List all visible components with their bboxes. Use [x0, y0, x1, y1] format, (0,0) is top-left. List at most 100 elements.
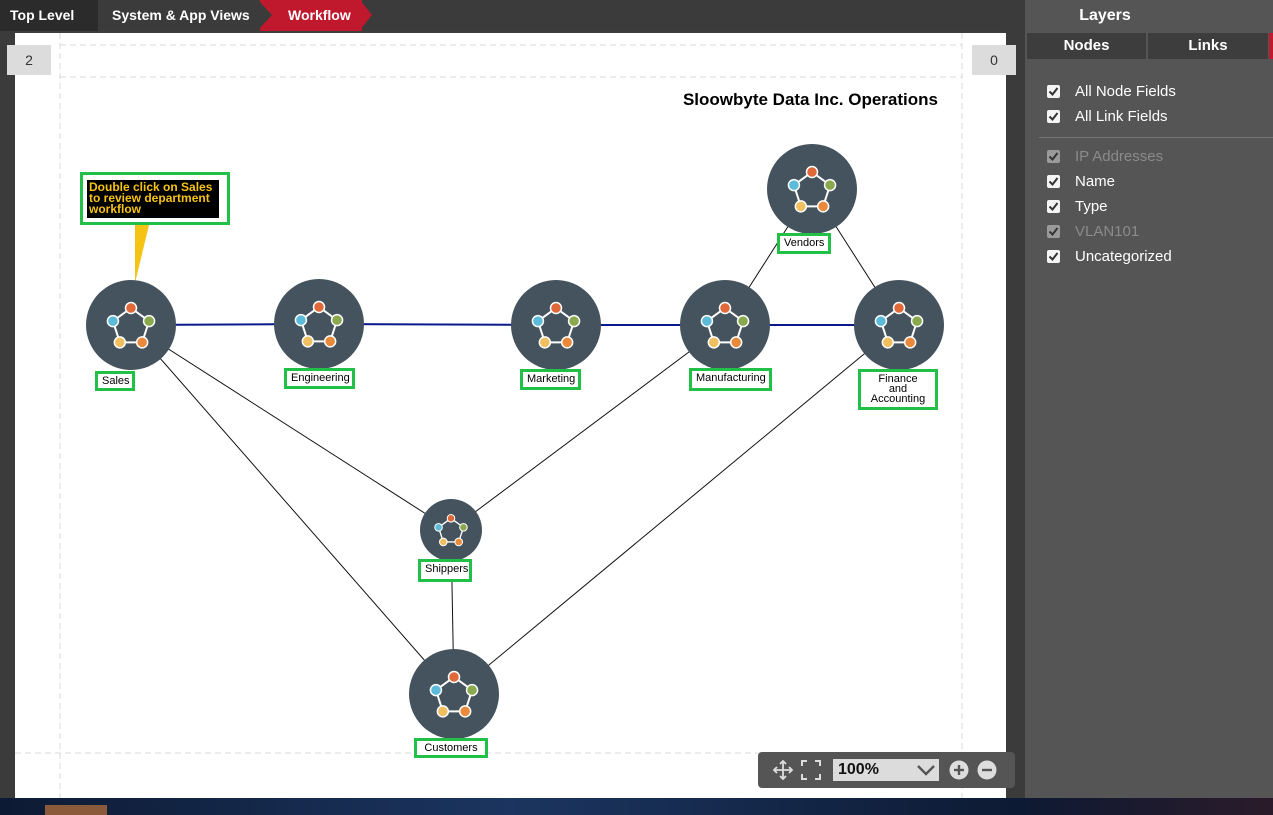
diagram-canvas[interactable]: [15, 33, 1006, 798]
network-node-dot: [458, 705, 472, 718]
checkmark-icon: [1048, 202, 1059, 212]
network-node-dot: [294, 313, 308, 327]
node-label-shippers[interactable]: Shippers: [418, 559, 472, 582]
node-label-sales[interactable]: Sales: [95, 371, 135, 391]
pan-icon[interactable]: [772, 759, 794, 781]
page-counter-left[interactable]: 2: [7, 45, 51, 75]
canvas-left-gutter: [0, 31, 15, 798]
zoom-toolbar: 100%: [758, 752, 1015, 788]
network-node-dot: [794, 200, 808, 213]
fit-to-screen-icon[interactable]: [801, 760, 821, 780]
node-shippers[interactable]: [420, 499, 482, 561]
breadcrumb: Top Level System & App Views Workflow: [0, 0, 1025, 31]
node-label-manufacturing[interactable]: Manufacturing: [689, 368, 772, 391]
network-node-dot: [707, 336, 721, 349]
breadcrumb-workflow[interactable]: Workflow: [260, 0, 362, 31]
page-counter-right[interactable]: 0: [972, 45, 1016, 75]
checkmark-icon: [1048, 87, 1059, 97]
layer-checkbox[interactable]: [1047, 85, 1060, 98]
tooltip-pointer: [135, 225, 149, 283]
breadcrumb-separator: [86, 0, 98, 30]
network-node-dot: [736, 314, 750, 328]
layer-label: Type: [1075, 198, 1108, 215]
tooltip-text: Double click on Sales to review departme…: [87, 180, 219, 218]
layer-checkbox: [1047, 150, 1060, 163]
network-node-dot: [446, 513, 456, 523]
network-node-dot: [454, 537, 463, 547]
node-marketing[interactable]: [511, 280, 601, 370]
node-engineering[interactable]: [274, 279, 364, 369]
network-node-dot: [124, 301, 138, 315]
network-node-dot: [447, 670, 461, 684]
network-node-dot: [729, 336, 743, 349]
breadcrumb-system-app-views[interactable]: System & App Views: [98, 0, 260, 31]
node-manufacturing[interactable]: [680, 280, 770, 370]
layer-checkbox: [1047, 225, 1060, 238]
network-node-dot: [910, 314, 924, 328]
network-node-dot: [538, 336, 552, 349]
network-node-dot: [892, 301, 906, 315]
network-node-dot: [567, 314, 581, 328]
node-label-finance[interactable]: Finance and Accounting: [858, 369, 938, 410]
tooltip: Double click on Sales to review departme…: [80, 172, 230, 225]
layer-label: Name: [1075, 173, 1116, 190]
node-label-marketing[interactable]: Marketing: [520, 369, 581, 390]
layers-title: Layers: [1079, 7, 1131, 24]
network-node-dot: [700, 314, 714, 328]
node-vendors[interactable]: [767, 144, 857, 234]
network-node-dot: [531, 314, 545, 328]
network-node-dot: [142, 314, 156, 328]
node-label-customers[interactable]: Customers: [414, 738, 488, 758]
network-node-dot: [106, 314, 120, 328]
link-manufacturing-shippers[interactable]: [450, 324, 726, 531]
network-node-dot: [874, 314, 888, 328]
node-label-engineering[interactable]: Engineering: [284, 368, 355, 389]
network-node-dot: [718, 301, 732, 315]
network-node-dot: [436, 705, 450, 718]
network-node-dot: [323, 335, 337, 348]
node-finance[interactable]: [854, 280, 944, 370]
zoom-in-icon[interactable]: [949, 760, 969, 780]
taskbar-item[interactable]: [45, 805, 107, 815]
network-node-dot: [881, 336, 895, 349]
layer-checkbox[interactable]: [1047, 250, 1060, 263]
layer-label: VLAN101: [1075, 223, 1140, 240]
zoom-out-icon[interactable]: [977, 760, 997, 780]
diagram-svg: [15, 33, 1006, 798]
node-label-vendors[interactable]: Vendors: [777, 233, 831, 254]
node-sales[interactable]: [86, 280, 176, 370]
link-sales-customers[interactable]: [130, 324, 455, 695]
network-node-dot: [135, 336, 149, 349]
canvas-scrollbar[interactable]: [1006, 31, 1025, 798]
checkmark-icon: [1048, 112, 1059, 122]
checkmark-icon: [1048, 177, 1059, 187]
network-node-dot: [903, 336, 917, 349]
network-node-dot: [823, 178, 837, 192]
zoom-level-select[interactable]: 100%: [833, 759, 939, 781]
layer-checkbox[interactable]: [1047, 110, 1060, 123]
tab-links[interactable]: Links: [1148, 33, 1268, 59]
link-finance-customers[interactable]: [453, 324, 900, 695]
node-customers[interactable]: [409, 649, 499, 739]
layer-label: IP Addresses: [1075, 148, 1164, 165]
network-node-dot: [560, 336, 574, 349]
network-node-dot: [330, 313, 344, 327]
tab-nodes[interactable]: Nodes: [1027, 33, 1146, 59]
layer-label: All Link Fields: [1075, 108, 1168, 125]
layer-checkbox[interactable]: [1047, 175, 1060, 188]
network-node-dot: [301, 335, 315, 348]
breadcrumb-separator: [360, 0, 372, 30]
breadcrumb-top-level[interactable]: Top Level: [0, 0, 102, 31]
link-sales-shippers[interactable]: [130, 324, 452, 531]
layer-checkbox[interactable]: [1047, 200, 1060, 213]
zoom-level-value: 100%: [838, 761, 879, 778]
desktop-taskbar: [0, 798, 1273, 815]
network-node-dot: [434, 523, 443, 532]
network-node-dot: [787, 178, 801, 192]
network-node-dot: [816, 200, 830, 213]
checkmark-icon: [1048, 252, 1059, 262]
layers-divider: [1039, 137, 1273, 138]
network-node-dot: [113, 336, 127, 349]
network-node-dot: [549, 301, 563, 315]
layer-label: Uncategorized: [1075, 248, 1172, 265]
